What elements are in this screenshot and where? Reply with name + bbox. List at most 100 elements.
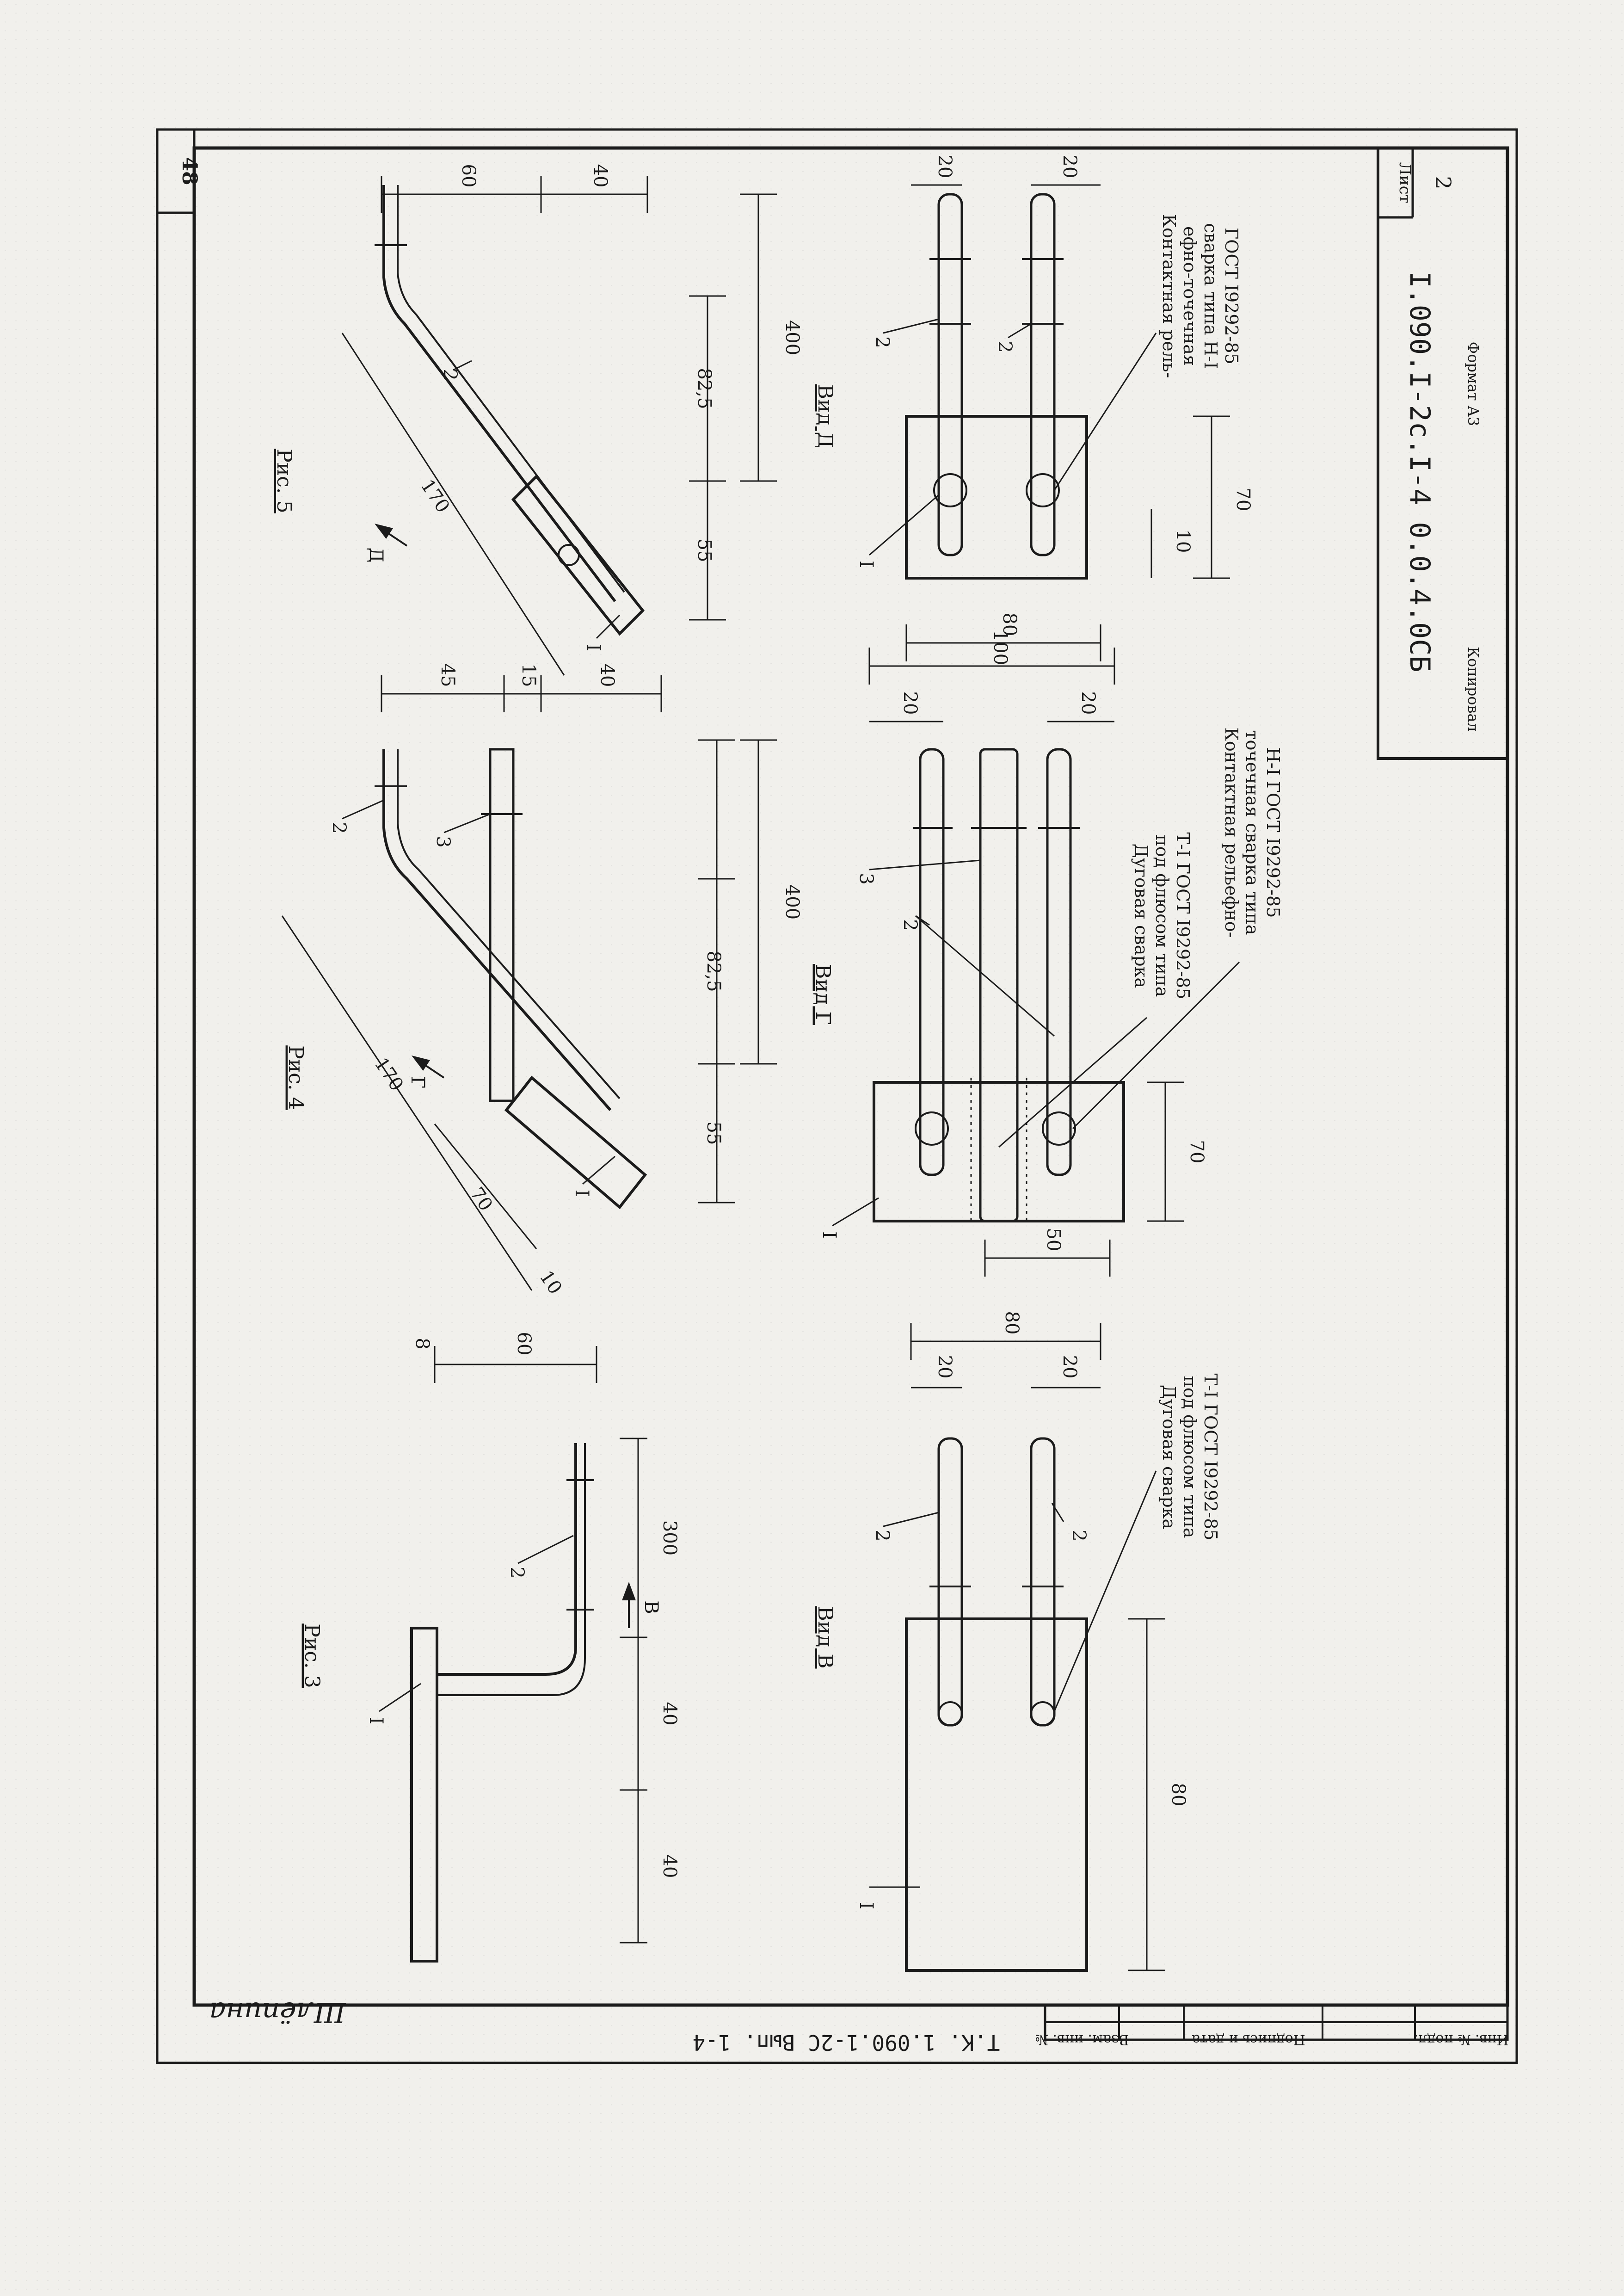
vid-d-weld-line-3: сварка типа Н-I <box>1200 223 1221 369</box>
ris5-part-1: I <box>583 644 604 651</box>
ris3-part-1: I <box>365 1717 387 1724</box>
vid-v-weld-line-2: под флюсом типа <box>1180 1376 1200 1538</box>
vid-d-weld-line-4: ГОСТ I9292-85 <box>1221 228 1242 364</box>
vid-g-part-1: I <box>818 1231 840 1239</box>
vid-d-title: Вид Д <box>813 384 837 449</box>
sheet-label: Лист <box>1396 162 1414 204</box>
ris5-bar-2 <box>382 185 616 602</box>
ris3-part-2: 2 <box>506 1567 528 1578</box>
vid-v-dim-80-top: 80 <box>1001 1311 1022 1335</box>
ris5-view-arrow: Д <box>365 548 387 563</box>
vid-d-plate <box>905 415 1088 580</box>
ris5-dim-170: 170 <box>416 475 454 517</box>
vid-d-weld-line-2: ефно-точечная <box>1180 226 1200 366</box>
ris4-title: Рис. 4 <box>284 1045 308 1110</box>
vid-g-plate <box>873 1081 1125 1222</box>
vid-v-part-2a: 2 <box>872 1530 893 1541</box>
vid-d-part-2a: 2 <box>872 336 893 348</box>
ris4-view-arrow: Г <box>407 1076 428 1088</box>
doc-code: I.090.I-2c.I-4 0.0.4.0СБ <box>1403 272 1436 673</box>
ris4-bar-2 <box>382 749 612 1111</box>
ris4-dim-55: 55 <box>703 1122 724 1145</box>
vid-g-title: Вид Г <box>811 964 835 1025</box>
vid-v-title: Вид В <box>813 1606 837 1668</box>
ris5-dim-40: 40 <box>590 164 611 188</box>
vid-d-part-1: I <box>855 561 877 568</box>
vid-d-dim-80: 80 <box>999 613 1020 636</box>
vid-d-weld-line-1: Контактная рель- <box>1159 214 1179 378</box>
vid-g-weld2-line-3: Н-I ГОСТ I9292-85 <box>1263 747 1283 918</box>
ris5-dim-82-5: 82,5 <box>694 368 715 409</box>
ris4-dim-82-5: 82,5 <box>703 950 724 992</box>
vid-d-dim-20b: 20 <box>1059 155 1080 179</box>
ris5-dim-60: 60 <box>458 164 479 188</box>
ris4-dim-400: 400 <box>781 884 803 920</box>
ris3-bar-inner <box>437 1443 586 1696</box>
figure-vid-g: Вид Г 100 20 20 70 50 3 2 <box>811 630 1283 1277</box>
vid-g-dim-100: 100 <box>990 630 1011 665</box>
vid-g-bar-2a <box>919 748 945 1176</box>
ris5-dim-400: 400 <box>781 320 803 355</box>
figure-ris4: Рис. 4 45 15 40 400 82,5 55 170 70 10 <box>281 664 803 1298</box>
ris4-part-1: I <box>571 1190 592 1197</box>
ris5-part-2: 2 <box>439 369 461 380</box>
vid-v-weld-line-3: Т-I ГОСТ I9292-85 <box>1200 1374 1221 1541</box>
ris3-dim-60: 60 <box>513 1332 535 1356</box>
ris4-plate <box>504 1075 647 1210</box>
ris4-part-2: 2 <box>328 822 350 833</box>
vid-v-weld-line-1: Дуговая сварка <box>1159 1385 1179 1529</box>
vid-d-dim-20a: 20 <box>934 155 955 179</box>
vid-g-dim-50: 50 <box>1043 1228 1064 1252</box>
ris4-dim-40: 40 <box>597 664 618 687</box>
corner-number: 48 <box>178 157 201 185</box>
ris4-bar-3 <box>489 748 515 1102</box>
figure-vid-d: Вид Д 20 20 80 10 70 2 2 I Контактная р <box>813 155 1254 661</box>
series-ref: Т.К. 1.090.1-2С Вып. 1-4 <box>693 2030 1000 2055</box>
vid-v-bar-1 <box>937 1437 963 1727</box>
ris3-dim-8: 8 <box>412 1338 433 1349</box>
figure-ris5: Рис. 5 60 40 400 82,5 55 170 Д 2 I <box>272 164 803 676</box>
binding-strip: Инв. № подл. Подпись и дата Взам. инв. №… <box>209 1996 1509 2055</box>
vid-g-bar-2b <box>1046 748 1072 1176</box>
signature: Шлёпина <box>209 1996 346 2028</box>
vid-g-weld2-line-2: точечная сварка типа <box>1242 730 1262 935</box>
vid-v-dim-80-side: 80 <box>1168 1783 1189 1807</box>
format-label: Формат А3 <box>1464 342 1482 426</box>
corner-number-box <box>156 128 196 214</box>
vid-d-bar-2 <box>1030 193 1056 556</box>
ris3-dim-300: 300 <box>659 1520 680 1555</box>
inv-podl-label: Инв. № подл. <box>1414 2031 1508 2048</box>
ris4-part-3: 3 <box>432 836 454 847</box>
inner-frame <box>192 146 1509 2007</box>
vid-v-dim-20a: 20 <box>934 1355 955 1379</box>
vid-g-weld1-line-2: под флюсом типа <box>1152 835 1172 997</box>
vid-g-weld1-line-3: Т-I ГОСТ I9292-85 <box>1173 833 1193 1000</box>
vzam-inv-label: Взам. инв. № <box>1035 2031 1129 2048</box>
ris4-dim-15: 15 <box>518 664 539 687</box>
vid-g-part-3: 3 <box>855 873 877 884</box>
vid-v-bar-2 <box>1030 1437 1056 1727</box>
ris4-dim-70: 70 <box>466 1184 497 1215</box>
vid-g-bar-3 <box>979 748 1019 1222</box>
outer-frame <box>156 128 1518 2064</box>
vid-g-dim-70: 70 <box>1186 1140 1207 1164</box>
ris3-bar <box>437 1443 577 1676</box>
vid-g-weld2-line-1: Контактная рельефно- <box>1221 727 1242 938</box>
podpis-data-label: Подпись и дата <box>1192 2031 1305 2048</box>
ris3-title: Рис. 3 <box>300 1623 324 1688</box>
ris4-dim-10: 10 <box>535 1267 566 1298</box>
figure-ris3: Рис. 3 300 40 40 60 8 В I 2 <box>300 1332 680 1963</box>
title-block: Лист 2 I.090.I-2c.I-4 0.0.4.0СБ Копирова… <box>1377 147 1509 760</box>
ris5-plate <box>511 474 645 636</box>
vid-d-bar-1 <box>937 193 963 556</box>
vid-g-dim-20b: 20 <box>1077 691 1099 715</box>
vid-v-part-2b: 2 <box>1068 1530 1089 1541</box>
ris3-dim-40b: 40 <box>659 1855 680 1878</box>
ris4-dim-45: 45 <box>437 664 458 687</box>
vid-g-part-2: 2 <box>899 919 921 931</box>
figure-vid-v: Вид В 80 20 20 80 2 2 I Дуговая сварка п… <box>813 1311 1221 1972</box>
ris3-view-arrow: В <box>640 1600 662 1614</box>
vid-g-dim-20a: 20 <box>899 691 921 715</box>
ris3-dim-40a: 40 <box>659 1702 680 1726</box>
vid-d-dim-10: 10 <box>1172 530 1193 553</box>
